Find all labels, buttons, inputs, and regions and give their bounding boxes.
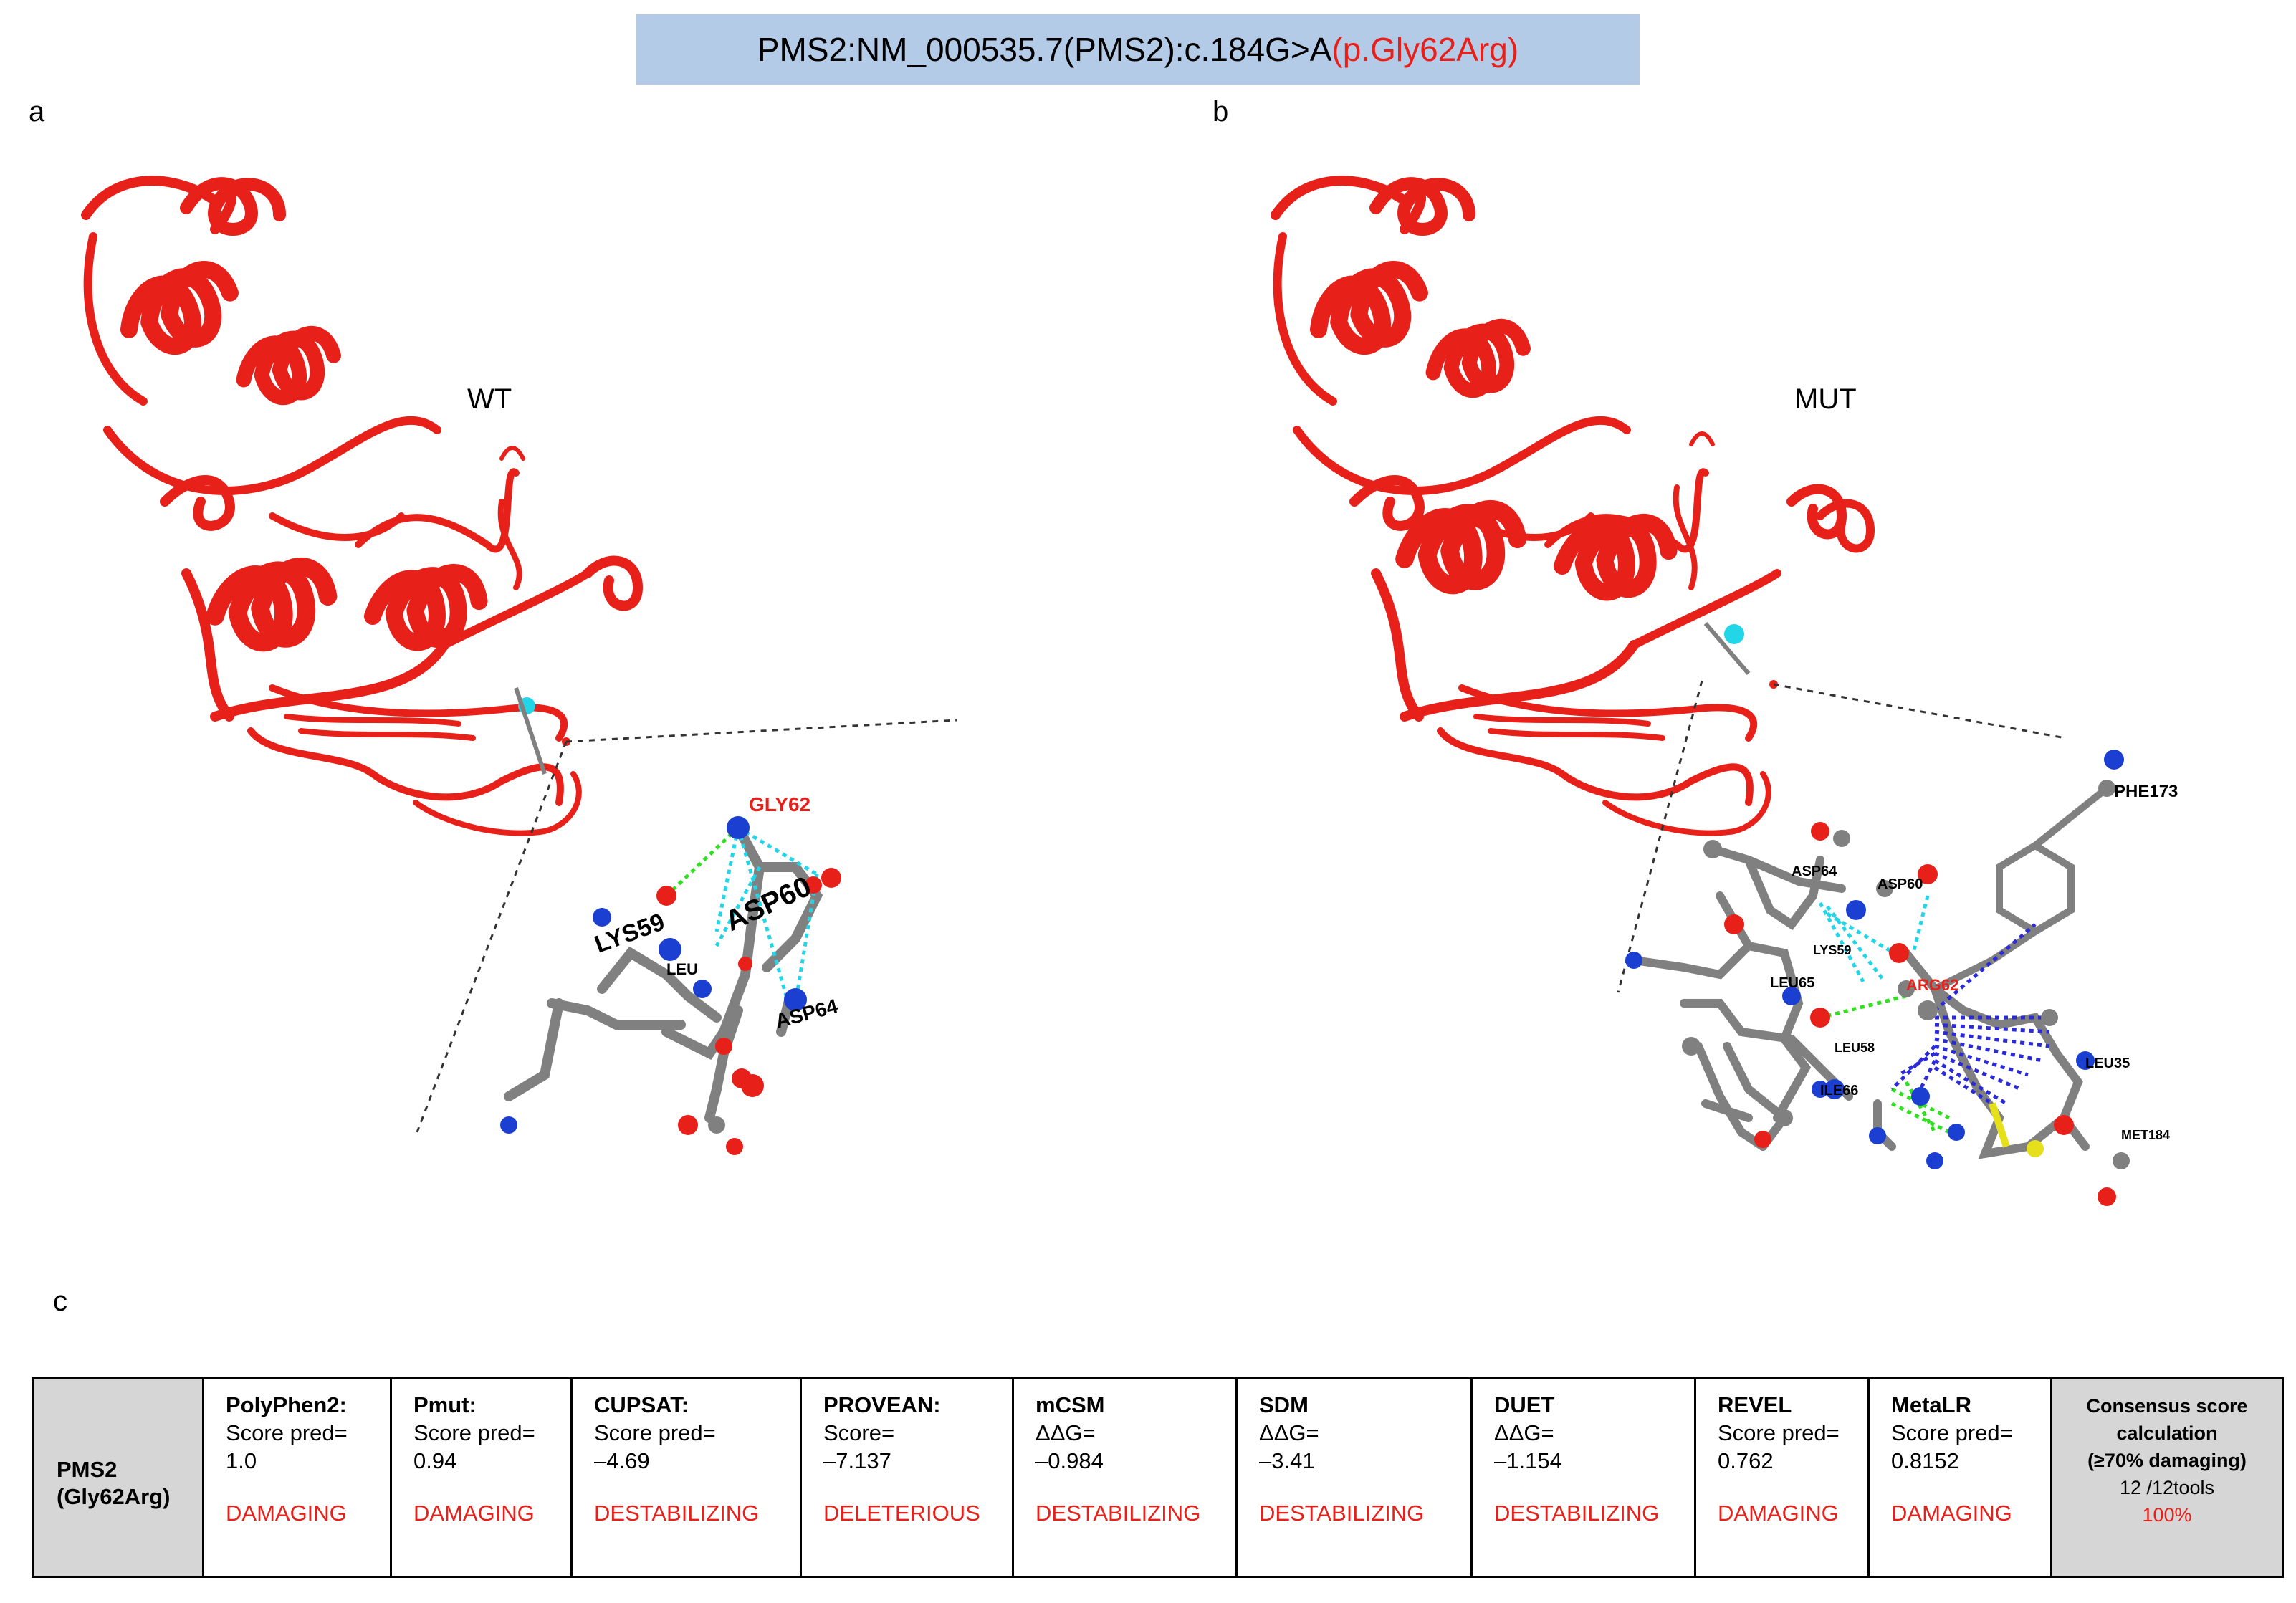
tool-score: ΔΔG= –0.984: [1035, 1420, 1104, 1473]
title-main: PMS2:NM_000535.7(PMS2):c.184G>A: [757, 31, 1332, 68]
consensus-percent: 100%: [2142, 1504, 2192, 1526]
mut-label-ile66: ILE66: [1820, 1083, 1858, 1099]
tool-score: Score pred= 0.762: [1718, 1420, 1840, 1473]
mut-zoom-line-bottom: [1617, 680, 1703, 993]
panel-b-letter: b: [1212, 96, 1229, 128]
wt-zoom-line-bottom: [416, 741, 568, 1133]
gene-cell: PMS2 (Gly62Arg): [32, 1377, 204, 1578]
mut-label-lys59: LYS59: [1813, 943, 1851, 957]
wt-zoom-line-top: [565, 719, 957, 743]
tool-name: Pmut:: [413, 1392, 477, 1417]
tool-prediction: DAMAGING: [1891, 1501, 2012, 1526]
mut-label-leu65: LEU65: [1770, 975, 1814, 991]
tool-name: REVEL: [1718, 1392, 1792, 1417]
mut-label-phe173: PHE173: [2114, 782, 2178, 801]
mut-label: MUT: [1794, 383, 1857, 415]
tool-score: Score pred= 1.0: [226, 1420, 348, 1473]
consensus-title-1: Consensus score: [2086, 1395, 2248, 1417]
wt-label-leu: LEU: [666, 960, 698, 978]
tool-name: PolyPhen2:: [226, 1392, 347, 1417]
tool-name: mCSM: [1035, 1392, 1105, 1417]
mut-label-leu35: LEU35: [2085, 1056, 2130, 1071]
tool-prediction: DESTABILIZING: [1259, 1501, 1425, 1526]
tool-score: ΔΔG= –1.154: [1494, 1420, 1562, 1473]
figure-title: PMS2:NM_000535.7(PMS2):c.184G>A (p.Gly62…: [636, 14, 1640, 85]
tool-cell-polyphen2: PolyPhen2: Score pred= 1.0 DAMAGING: [202, 1377, 392, 1578]
tool-score: Score pred= 0.8152: [1891, 1420, 2013, 1473]
tool-name: CUPSAT:: [594, 1392, 689, 1417]
tool-cell-provean: PROVEAN: Score= –7.137 DELETERIOUS: [800, 1377, 1014, 1578]
wt-residue-closeup: [500, 816, 841, 1155]
tool-prediction: DAMAGING: [413, 1501, 535, 1526]
mut-label-met184: MET184: [2121, 1128, 2170, 1142]
tool-score: Score pred= –4.69: [594, 1420, 716, 1473]
tool-name: PROVEAN:: [823, 1392, 941, 1417]
tool-prediction: DESTABILIZING: [1035, 1501, 1201, 1526]
gene-name: PMS2: [57, 1457, 118, 1482]
tool-cell-cupsat: CUPSAT: Score pred= –4.69 DESTABILIZING: [570, 1377, 802, 1578]
tool-prediction: DAMAGING: [1718, 1501, 1839, 1526]
wt-ribbon-structure: [81, 176, 643, 836]
prediction-table: PMS2 (Gly62Arg) PolyPhen2: Score pred= 1…: [32, 1377, 2284, 1578]
tool-prediction: DESTABILIZING: [594, 1501, 760, 1526]
consensus-title-2: calculation: [2116, 1422, 2218, 1444]
mut-label-asp64: ASP64: [1792, 863, 1837, 879]
consensus-threshold: (≥70% damaging): [2087, 1450, 2247, 1471]
panel-c-letter: c: [53, 1286, 67, 1317]
mut-ribbon-structure: [1271, 176, 1875, 836]
protein-structure-figure: WT: [81, 176, 2178, 1206]
gene-variant: (Gly62Arg): [57, 1484, 171, 1509]
mut-label-leu58: LEU58: [1835, 1040, 1875, 1055]
tool-name: SDM: [1259, 1392, 1309, 1417]
tool-cell-revel: REVEL Score pred= 0.762 DAMAGING: [1694, 1377, 1870, 1578]
tool-cell-duet: DUET ΔΔG= –1.154 DESTABILIZING: [1470, 1377, 1696, 1578]
tool-cell-sdm: SDM ΔΔG= –3.41 DESTABILIZING: [1235, 1377, 1473, 1578]
wt-site-marker: [514, 687, 570, 775]
tool-score: ΔΔG= –3.41: [1259, 1420, 1319, 1473]
wt-label-gly62: GLY62: [749, 793, 810, 815]
tool-cell-mcsm: mCSM ΔΔG= –0.984 DESTABILIZING: [1012, 1377, 1238, 1578]
consensus-count: 12 /12tools: [2119, 1477, 2215, 1498]
tool-prediction: DELETERIOUS: [823, 1501, 980, 1526]
mut-zoom-line-top: [1773, 683, 2066, 740]
tool-name: DUET: [1494, 1392, 1555, 1417]
mut-residue-closeup: [1625, 750, 2130, 1206]
tool-prediction: DESTABILIZING: [1494, 1501, 1660, 1526]
tool-cell-metalr: MetaLR Score pred= 0.8152 DAMAGING: [1867, 1377, 2052, 1578]
mut-label-arg62: ARG62: [1906, 976, 1958, 994]
tool-score: Score pred= 0.94: [413, 1420, 535, 1473]
wt-label: WT: [467, 383, 512, 415]
consensus-cell: Consensus score calculation (≥70% damagi…: [2050, 1377, 2284, 1578]
tool-prediction: DAMAGING: [226, 1501, 347, 1526]
tool-cell-pmut: Pmut: Score pred= 0.94 DAMAGING: [390, 1377, 573, 1578]
mut-label-asp60: ASP60: [1878, 876, 1923, 892]
table-row: PMS2 (Gly62Arg) PolyPhen2: Score pred= 1…: [32, 1377, 2284, 1578]
tool-name: MetaLR: [1891, 1392, 1971, 1417]
tool-score: Score= –7.137: [823, 1420, 895, 1473]
title-variant: (p.Gly62Arg): [1331, 31, 1519, 68]
panel-a-letter: a: [29, 96, 45, 128]
mut-site-marker: [1703, 622, 1778, 689]
